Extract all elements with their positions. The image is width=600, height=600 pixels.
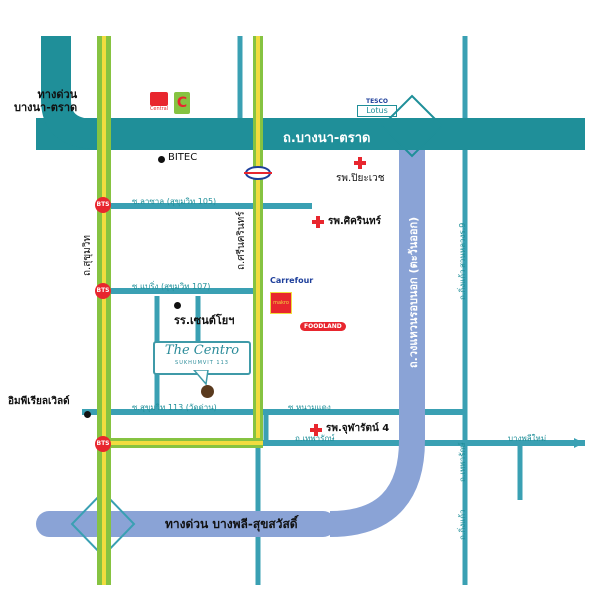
suan-luang-label: สวนหลวงร.9: [458, 222, 467, 268]
hospital-cross-icon: [354, 157, 366, 169]
sukhumvit-label: ถ.สุขุมวิท: [82, 235, 93, 276]
chularat-label: รพ.จุฬารัตน์ 4: [326, 423, 390, 434]
makro-logo: makro: [270, 292, 292, 314]
project-name: The Centro: [164, 343, 240, 358]
mrt-icon: [244, 166, 272, 180]
bts-station-marker: BTS: [95, 283, 111, 299]
king-kaeo-south-label: ถ.กิ่งแก้ว: [458, 509, 467, 540]
srinakarin-link-line: [108, 441, 263, 445]
thepharak-east-label: ถ.เทพารักษ์: [458, 442, 467, 482]
callout-pointer: [193, 370, 209, 386]
bitec-dot: [158, 156, 165, 163]
carrefour-logo: Carrefour: [270, 276, 314, 285]
soi-baring-label: ซ.แบริ่ง (สุขุมวิท 107): [132, 282, 211, 291]
outer-ring-label: ถ.วงแหวนรอบนอก (ตะวันออก): [407, 216, 420, 368]
lotus-logo-text: Lotus: [357, 105, 397, 117]
central-star-icon: [150, 92, 168, 106]
central-logo-text: Central: [149, 106, 169, 112]
top-expressway-road: [41, 36, 140, 149]
big-c-logo: C: [174, 92, 190, 114]
soi-113-label: ซ.สุขุมวิท 113 (วัดด่าน): [132, 403, 217, 412]
bangna-trad-label: ถ.บางนา-ตราด: [283, 131, 371, 146]
soi-namdaeng-label: ซ.หนามแดง: [288, 403, 331, 412]
top-expressway-label: ทางด่วน บางนา-ตราด: [14, 88, 78, 114]
soi-lasalle-label: ซ.ลาซาล (สุขุมวิท 105): [132, 197, 217, 206]
sikarin-label: รพ.ศิครินทร์: [328, 216, 381, 227]
piyavate-label: รพ.ปิยะเวช: [336, 173, 385, 184]
srinakarin-label: ถ.ศรีนครินทร์: [236, 211, 247, 270]
st-andrews-label: รร.เซนต์โยฯ: [174, 314, 235, 327]
imperial-world-label: อิมพีเรียลเวิลด์: [8, 396, 70, 407]
foodland-logo: FOODLAND: [300, 322, 346, 331]
srinakarin-line: [256, 36, 260, 444]
hospital-cross-icon: [312, 216, 324, 228]
outer-ring-road: [329, 150, 425, 537]
project-location-marker: [201, 385, 214, 398]
thepharak-label: ถ.เทพารักษ์: [295, 434, 335, 443]
arrow-right-icon: [574, 438, 584, 448]
big-c-logo-text: C: [176, 95, 188, 111]
sukhumvit-bts-line: [102, 36, 106, 585]
central-logo: Central: [148, 92, 170, 116]
imperial-world-dot: [84, 411, 91, 418]
tesco-logo-text: TESCO: [365, 98, 389, 105]
project-subtitle: SUKHUMVIT 113: [175, 360, 229, 366]
bangphli-mai-label: บางพลีใหม่: [508, 434, 547, 443]
bitec-label: BITEC: [168, 152, 198, 163]
bts-station-marker: BTS: [95, 197, 111, 213]
school-dot: [174, 302, 181, 309]
bottom-expressway-label: ทางด่วน บางพลี-สุขสวัสดิ์: [165, 517, 298, 531]
hospital-cross-icon: [310, 424, 322, 436]
bts-station-marker: BTS: [95, 436, 111, 452]
tesco-lotus-logo: TESCO Lotus: [357, 98, 397, 120]
king-kaeo-label: ถ.กิ่งแก้ว: [458, 269, 467, 300]
the-centro-callout: The Centro SUKHUMVIT 113: [153, 341, 251, 375]
